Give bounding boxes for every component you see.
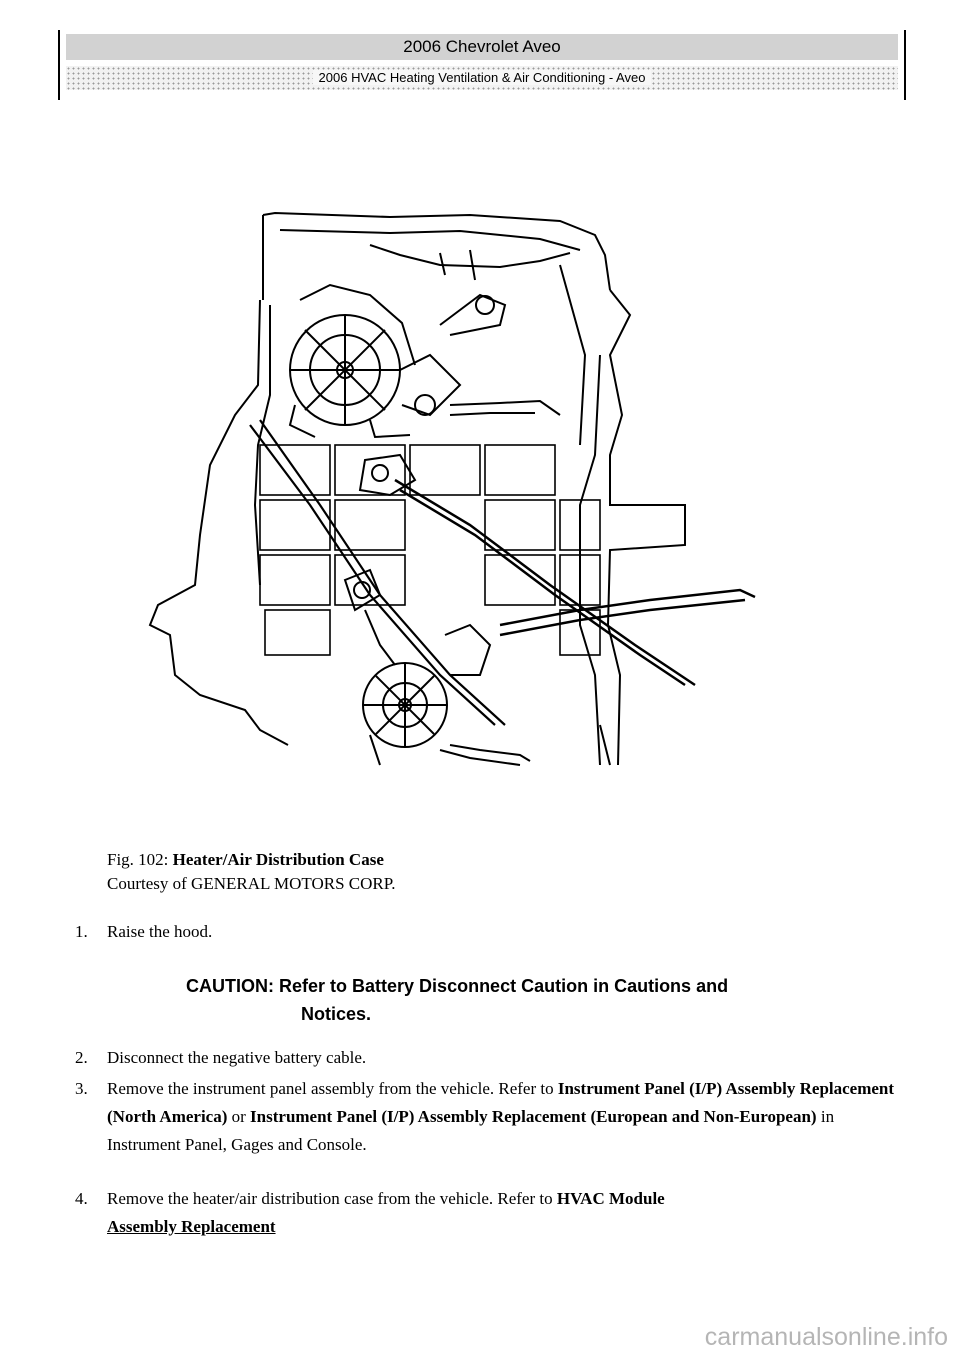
step-2: 2. Disconnect the negative battery cable… — [75, 1048, 367, 1067]
step-3: 3. Remove the instrument panel assembly … — [75, 1079, 895, 1154]
step-4: 4. Remove the heater/air distribution ca… — [75, 1189, 665, 1236]
link-hvac-module[interactable]: HVAC Module — [556, 1189, 665, 1208]
header-right-rule — [904, 30, 906, 100]
page-header: 2006 Chevrolet Aveo — [58, 30, 906, 100]
step-1: 1. Raise the hood. — [75, 922, 213, 941]
link-ip-replacement-north-america[interactable]: Instrument Panel (I/P) Assembly Replacem… — [107, 1079, 895, 1126]
link-assembly-replacement[interactable]: Assembly Replacement — [107, 1217, 276, 1236]
watermark: carmanualsonline.info — [704, 1323, 948, 1351]
link-ip-replacement-european[interactable]: Instrument Panel (I/P) Assembly Replacem… — [250, 1107, 817, 1126]
document-title: 2006 Chevrolet Aveo — [66, 34, 898, 60]
caution-notice: CAUTION: Refer to Battery Disconnect Cau… — [186, 976, 729, 1024]
header-left-rule — [58, 30, 60, 100]
heater-air-distribution-case-illustration — [148, 211, 756, 766]
figure-caption: Fig. 102: Heater/Air Distribution Case C… — [107, 850, 396, 893]
